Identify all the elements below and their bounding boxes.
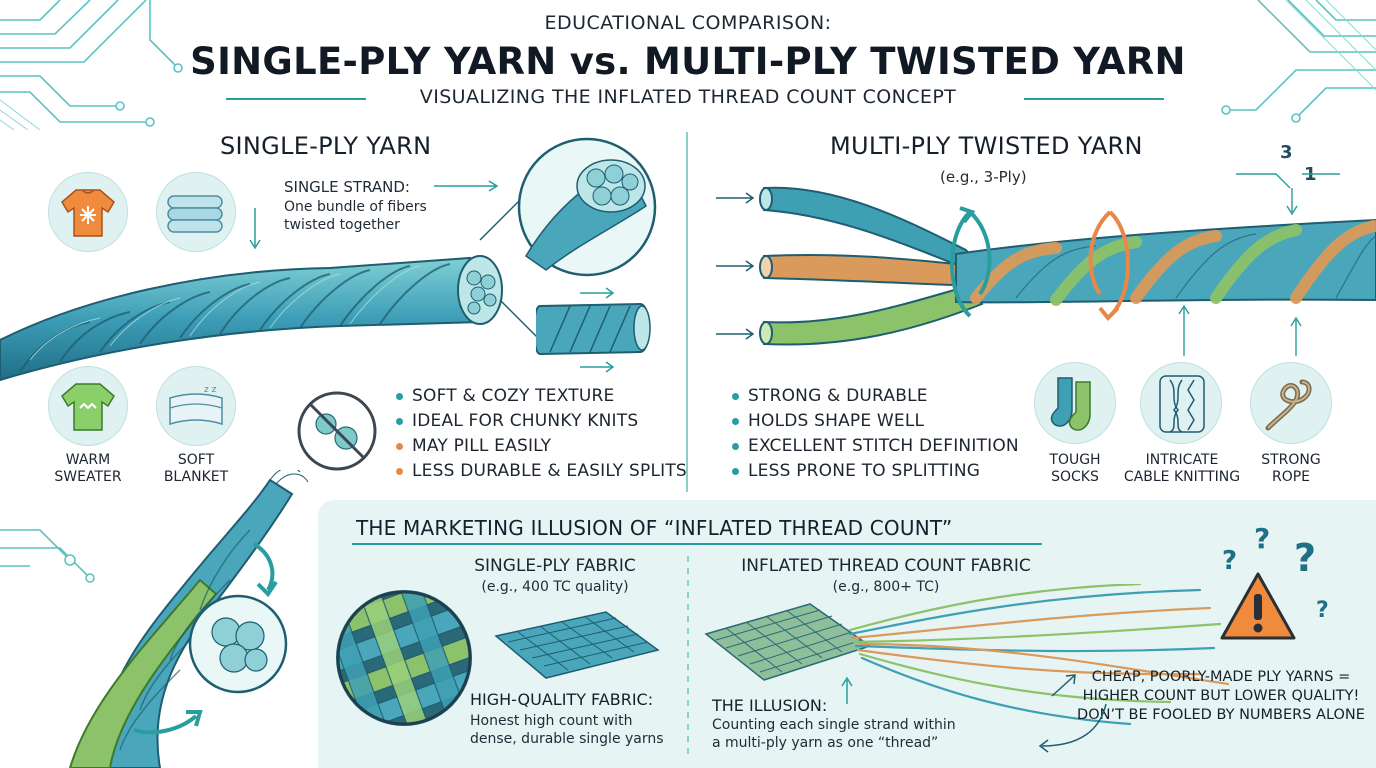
single-fabric-title: SINGLE-PLY FABRIC: [474, 556, 636, 576]
single-fabric-desc-2: dense, durable single yarns: [470, 731, 664, 747]
fiber-cross-section-magnifier: [517, 137, 657, 277]
inflated-fabric-illustration: [704, 584, 1230, 726]
multi-ply-example: (e.g., 3-Ply): [940, 168, 1027, 186]
single-fabric-example: (e.g., 400 TC quality): [481, 579, 629, 595]
twist-arrow-teal: [950, 206, 992, 318]
page-subtitle: VISUALIZING THE INFLATED THREAD COUNT CO…: [419, 86, 957, 108]
multi-ply-trait-3: EXCELLENT STITCH DEFINITION: [730, 434, 1019, 459]
multi-ply-traits: STRONG & DURABLE HOLDS SHAPE WELL EXCELL…: [730, 384, 1019, 484]
use-caption-sweater-line1: WARM: [65, 452, 111, 468]
bottom-cross-section-magnifier: [188, 594, 288, 694]
use-caption-cable-line1: INTRICATE: [1145, 452, 1219, 468]
single-ply-yarn-illustration: [0, 255, 503, 382]
panel-divider: [687, 556, 689, 756]
circuit-decoration-top-right: [1221, 0, 1376, 123]
warning-triangle-icon: [1220, 572, 1296, 640]
subtitle-rule-left: [226, 98, 366, 100]
twist-arrow-orange: [1088, 210, 1130, 321]
circuit-decoration-top-left: [0, 0, 183, 130]
strand-label-arrow: [434, 180, 499, 192]
question-mark-1: ?: [1222, 546, 1238, 576]
svg-text:z z: z z: [204, 385, 217, 395]
illusion-up-arrow: [841, 676, 853, 704]
woven-fabric-magnifier: [336, 590, 472, 726]
single-strand-label: SINGLE STRAND:: [284, 178, 410, 196]
multi-ply-yarn-illustration: [759, 186, 1376, 346]
illusion-label: THE ILLUSION:: [712, 696, 828, 715]
warning-equals-arrow: [1051, 674, 1076, 697]
question-mark-3: ?: [1294, 536, 1317, 580]
single-strand-desc-1: One bundle of fibers: [284, 199, 427, 215]
single-ply-traits: SOFT & COZY TEXTURE IDEAL FOR CHUNKY KNI…: [394, 384, 687, 484]
single-fabric-label: HIGH-QUALITY FABRIC:: [470, 690, 654, 709]
warning-line-2: HIGHER COUNT BUT LOWER QUALITY!: [1082, 688, 1360, 704]
curved-arrow-right: [133, 710, 203, 735]
inflated-fabric-example: (e.g., 800+ TC): [832, 579, 940, 595]
single-ply-trait-2: IDEAL FOR CHUNKY KNITS: [394, 409, 687, 434]
use-caption-cable-line2: CABLE KNITTING: [1123, 469, 1241, 485]
question-mark-2: ?: [1254, 522, 1271, 555]
illusion-desc-1: Counting each single strand within: [712, 717, 956, 733]
illusion-desc-2: a multi-ply yarn as one “thread”: [712, 735, 939, 751]
header-kicker: EDUCATIONAL COMPARISON:: [544, 12, 832, 34]
no-pilling-icon: [297, 391, 377, 471]
uses-up-arrows: [1178, 304, 1302, 356]
socks-icon: [1050, 377, 1091, 431]
curved-arrow-down: [252, 542, 278, 598]
use-caption-socks-line1: TOUGH: [1049, 452, 1101, 468]
use-caption-sweater-line2: SWEATER: [54, 469, 122, 485]
warning-arrow: [1038, 703, 1107, 753]
segment-arrow-bottom: [580, 361, 615, 373]
section-divider: [686, 132, 688, 492]
warning-line-1: CHEAP, POORLY-MADE PLY YARNS =: [1091, 669, 1351, 685]
orange-sweater-icon: [61, 189, 115, 237]
use-caption-rope-line2: ROPE: [1271, 469, 1311, 485]
rope-knot-icon: [1265, 379, 1312, 431]
multi-ply-heading: MULTI-PLY TWISTED YARN: [830, 132, 1143, 160]
page-title: SINGLE-PLY YARN vs. MULTI-PLY TWISTED YA…: [190, 40, 1186, 83]
single-fabric-desc-1: Honest high count with: [470, 713, 633, 729]
warning-text: CHEAP, POORLY-MADE PLY YARNS = HIGHER CO…: [1076, 668, 1366, 725]
soft-blanket-icon: z z: [169, 385, 223, 426]
inflated-fabric-title: INFLATED THREAD COUNT FABRIC: [741, 556, 1031, 576]
single-ply-segment-illustration: [536, 302, 651, 356]
single-strand-desc-2: twisted together: [284, 217, 400, 233]
single-ply-fabric-swatch: [494, 611, 660, 679]
warning-line-3: DON’T BE FOOLED BY NUMBERS ALONE: [1077, 707, 1365, 723]
ply-number-lines: [1236, 173, 1340, 216]
single-ply-trait-4: LESS DURABLE & EASILY SPLITS: [394, 459, 687, 484]
illusion-title-underline: [352, 543, 1042, 545]
ply-number-3: 3: [1280, 142, 1293, 163]
question-mark-4: ?: [1316, 598, 1329, 623]
segment-arrow-top: [580, 287, 615, 299]
use-caption-rope-line1: STRONG: [1261, 452, 1321, 468]
cable-knit-icon: [1159, 375, 1205, 433]
blanket-down-arrow: [249, 208, 261, 250]
use-caption-blanket-line2: BLANKET: [163, 469, 229, 485]
single-ply-heading: SINGLE-PLY YARN: [220, 132, 432, 160]
multi-ply-trait-1: STRONG & DURABLE: [730, 384, 1019, 409]
use-caption-socks-line2: SOCKS: [1051, 469, 1099, 485]
single-ply-trait-1: SOFT & COZY TEXTURE: [394, 384, 687, 409]
green-sweater-icon: [61, 383, 115, 431]
circuit-decoration-mid-left: [0, 529, 95, 583]
single-ply-trait-3: MAY PILL EASILY: [394, 434, 687, 459]
multi-ply-trait-4: LESS PRONE TO SPLITTING: [730, 459, 1019, 484]
illusion-title: THE MARKETING ILLUSION OF “INFLATED THRE…: [356, 516, 953, 540]
subtitle-rule-right: [1024, 98, 1164, 100]
folded-blanket-icon: [167, 195, 223, 233]
use-caption-blanket-line1: SOFT: [177, 452, 215, 468]
multi-ply-trait-2: HOLDS SHAPE WELL: [730, 409, 1019, 434]
ply-input-arrows: [716, 192, 755, 340]
